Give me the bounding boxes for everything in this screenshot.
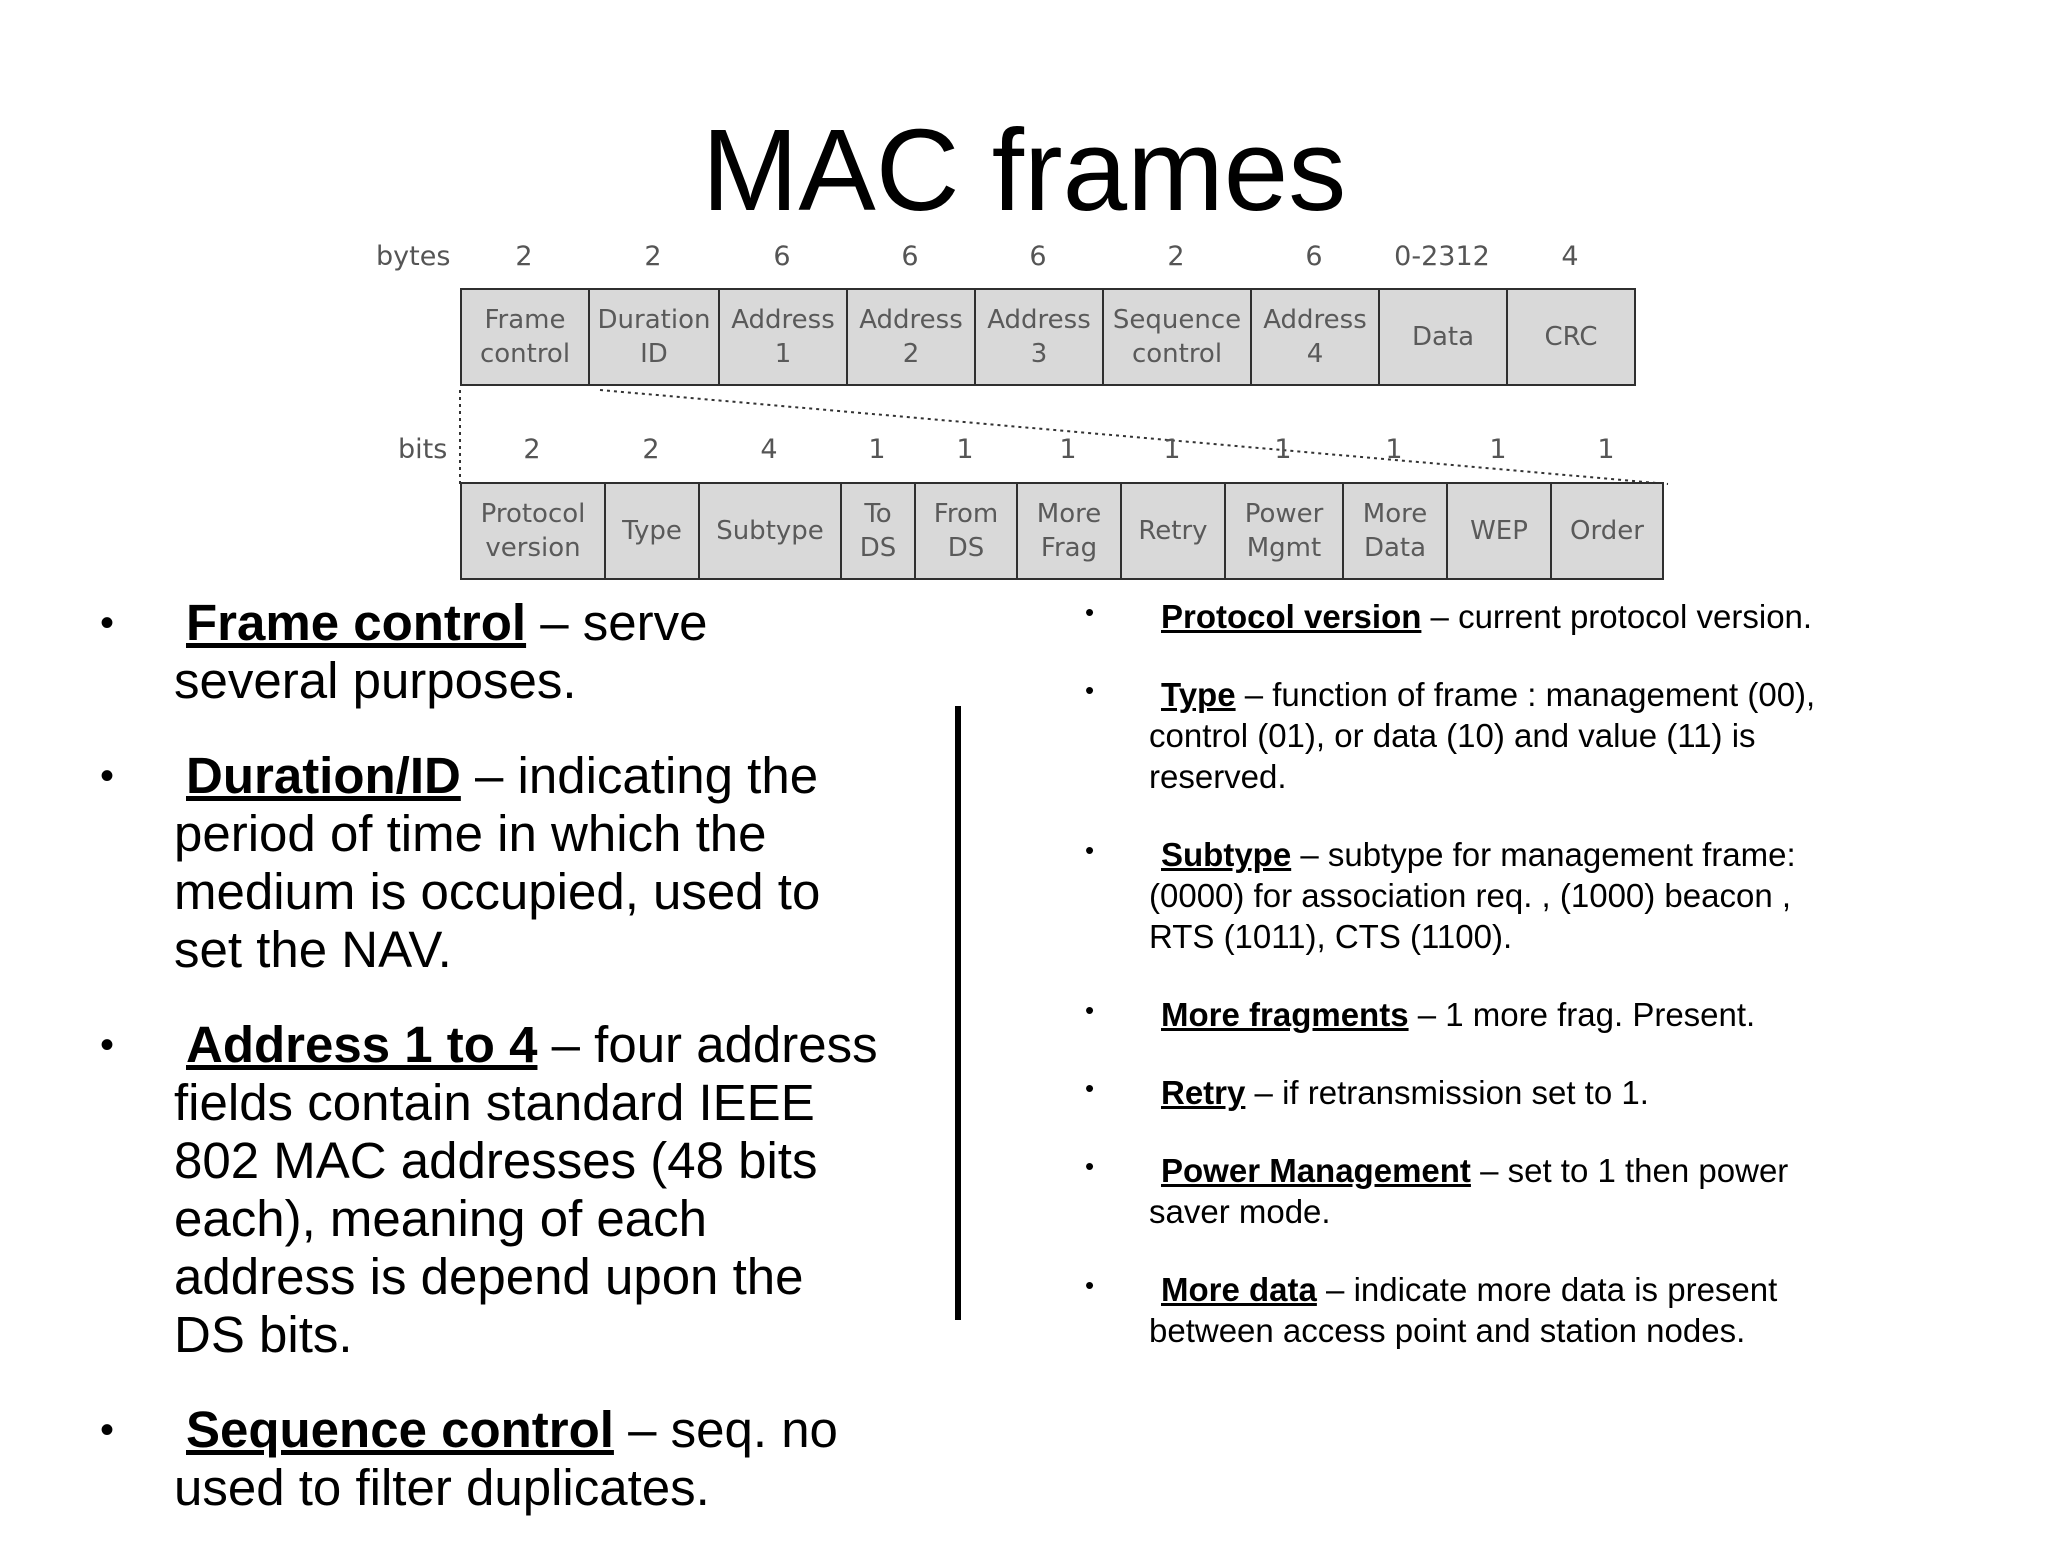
frame-field-size: 0-2312 <box>1394 241 1490 272</box>
control-field-size: 1 <box>956 434 974 465</box>
control-field-cell: Protocol version <box>460 482 606 580</box>
control-field-size: 1 <box>868 434 886 465</box>
frame-field-cell: Sequence control <box>1102 288 1252 386</box>
control-field-cell: More Data <box>1342 482 1448 580</box>
frame-field-cell: Duration ID <box>588 288 720 386</box>
bullet-item: • Subtype – subtype for management frame:… <box>1075 834 1835 957</box>
bullet-text: – subtype for management frame: (0000) f… <box>1149 836 1796 955</box>
frame-field-size: 4 <box>1561 241 1579 272</box>
frame-field-cell: Address 1 <box>718 288 848 386</box>
control-field-size: 1 <box>1059 434 1077 465</box>
bullet-text: – 1 more frag. Present. <box>1408 996 1756 1033</box>
bullet-term: Frame control <box>186 594 527 651</box>
bullet-text: – current protocol version. <box>1421 598 1813 635</box>
bullet-item: • Retry – if retransmission set to 1. <box>1075 1072 1835 1113</box>
bullet-text: – seq. no used to filter duplicates. <box>174 1401 838 1516</box>
control-field-cell: WEP <box>1446 482 1552 580</box>
bullet-item: • Frame control – serve several purposes. <box>100 594 880 710</box>
frame-field-cell: Address 3 <box>974 288 1104 386</box>
frame-field-size: 6 <box>773 241 791 272</box>
frame-field-size: 6 <box>1029 241 1047 272</box>
control-field-cell: Power Mgmt <box>1224 482 1344 580</box>
bullet-item: • Duration/ID – indicating the period of … <box>100 747 880 979</box>
frame-field-cell: Data <box>1378 288 1508 386</box>
bullet-item: • Sequence control – seq. no used to filt… <box>100 1401 880 1517</box>
bullet-item: • Power Management – set to 1 then power … <box>1075 1150 1835 1232</box>
frame-field-cell: Frame control <box>460 288 590 386</box>
bullet-item: • More fragments – 1 more frag. Present. <box>1075 994 1835 1035</box>
bullet-term: More fragments <box>1161 996 1409 1033</box>
control-field-cell: Type <box>604 482 700 580</box>
control-field-cell: Order <box>1550 482 1664 580</box>
bullet-term: Retry <box>1161 1074 1246 1111</box>
frame-field-cell: Address 2 <box>846 288 976 386</box>
bullet-dot: • <box>100 754 115 798</box>
bytes-label: bytes <box>376 241 451 272</box>
bullet-text: – set to 1 then power saver mode. <box>1149 1152 1789 1230</box>
control-field-size: 1 <box>1163 434 1181 465</box>
bullet-dot: • <box>1085 1151 1095 1181</box>
bullet-text: – serve several purposes. <box>174 594 708 709</box>
bullet-dot: • <box>1085 597 1095 627</box>
bullet-text: – indicating the period of time in which… <box>174 747 821 978</box>
control-field-size: 1 <box>1489 434 1507 465</box>
bullet-term: More data <box>1161 1271 1317 1308</box>
bullet-term: Sequence control <box>186 1401 614 1458</box>
bullet-dot: • <box>1085 1073 1095 1103</box>
bullet-text: – if retransmission set to 1. <box>1245 1074 1649 1111</box>
frame-field-cell: Address 4 <box>1250 288 1380 386</box>
bullet-item: • More data – indicate more data is prese… <box>1075 1269 1835 1351</box>
bullet-term: Address 1 to 4 <box>186 1016 538 1073</box>
bullet-item: • Type – function of frame : management (… <box>1075 674 1835 797</box>
right-bullet-list: • Protocol version – current protocol ver… <box>1075 596 1835 1388</box>
frame-field-size: 2 <box>1167 241 1185 272</box>
frame-field-cell: CRC <box>1506 288 1636 386</box>
bullet-text: – four address fields contain standard I… <box>174 1016 878 1363</box>
bullet-term: Subtype <box>1161 836 1292 873</box>
bullet-term: Duration/ID <box>186 747 461 804</box>
bullet-dot: • <box>1085 835 1095 865</box>
bullet-term: Power Management <box>1161 1152 1471 1189</box>
bullet-dot: • <box>100 601 115 645</box>
bullet-term: Type <box>1161 676 1236 713</box>
frame-field-size: 2 <box>515 241 533 272</box>
frame-field-size: 6 <box>1305 241 1323 272</box>
control-field-cell: To DS <box>840 482 916 580</box>
bullet-dot: • <box>1085 995 1095 1025</box>
control-field-size: 1 <box>1597 434 1615 465</box>
control-field-size: 1 <box>1385 434 1403 465</box>
bits-label: bits <box>398 434 448 465</box>
bullet-text: – function of frame : management (00), c… <box>1149 676 1816 795</box>
control-field-cell: Subtype <box>698 482 842 580</box>
control-field-cell: More Frag <box>1016 482 1122 580</box>
expansion-lines <box>459 389 1669 488</box>
control-field-cell: Retry <box>1120 482 1226 580</box>
bullet-item: • Address 1 to 4 – four address fields co… <box>100 1016 880 1364</box>
bullet-text: – indicate more data is present between … <box>1149 1271 1778 1349</box>
control-field-size: 2 <box>642 434 660 465</box>
frame-field-size: 6 <box>901 241 919 272</box>
control-field-size: 1 <box>1274 434 1292 465</box>
bullet-dot: • <box>1085 675 1095 705</box>
control-field-size: 2 <box>523 434 541 465</box>
bullet-term: Protocol version <box>1161 598 1422 635</box>
column-separator <box>955 706 961 1320</box>
bullet-dot: • <box>100 1023 115 1067</box>
frame-field-size: 2 <box>644 241 662 272</box>
control-field-cell: From DS <box>914 482 1018 580</box>
control-field-size: 4 <box>760 434 778 465</box>
left-bullet-list: • Frame control – serve several purposes.… <box>100 594 880 1554</box>
bullet-item: • Protocol version – current protocol ver… <box>1075 596 1835 637</box>
page-title: MAC frames <box>701 105 1347 235</box>
bullet-dot: • <box>1085 1270 1095 1300</box>
bullet-dot: • <box>100 1408 115 1452</box>
